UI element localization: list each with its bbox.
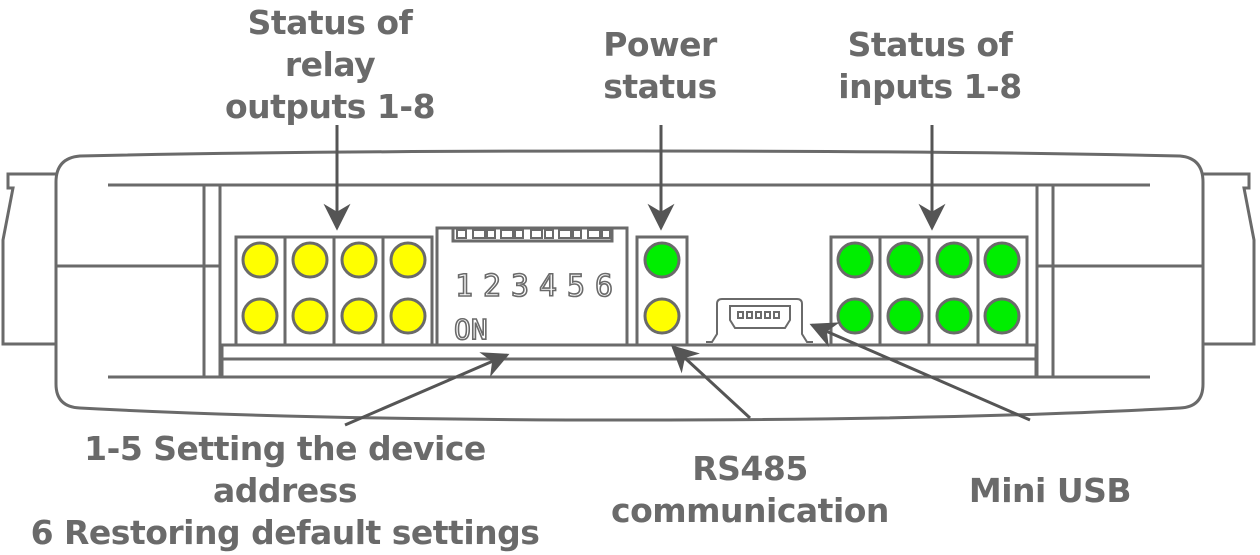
- power-status-led: [643, 241, 681, 279]
- device-housing: [1, 149, 1256, 422]
- relay-output-led: [389, 241, 427, 279]
- label-line: relay: [284, 45, 376, 84]
- relay-output-led: [241, 241, 279, 279]
- label-power-status: Power status: [560, 24, 760, 108]
- relay-output-led: [291, 297, 329, 335]
- dip-number: 1: [455, 269, 473, 304]
- label-mini-usb: Mini USB: [940, 470, 1160, 512]
- relay-output-led: [340, 297, 378, 335]
- label-line: 1-5 Setting the device: [84, 429, 486, 468]
- callout-arrows: [323, 125, 1031, 427]
- input-status-led: [935, 297, 973, 335]
- input-status-led: [983, 297, 1021, 335]
- input-status-led: [836, 241, 874, 279]
- arrow-mini-usb: [809, 322, 1031, 422]
- label-line: status: [603, 67, 717, 106]
- dip-number: 6: [595, 269, 613, 304]
- label-line: 6 Restoring default settings: [30, 513, 540, 552]
- label-line: Power: [603, 25, 717, 64]
- input-status-led: [886, 241, 924, 279]
- rs485-status-led: [643, 297, 681, 335]
- relay-output-led: [241, 297, 279, 335]
- label-line: Status of: [247, 3, 413, 42]
- input-status-led: [983, 241, 1021, 279]
- label-line: Status of: [847, 25, 1013, 64]
- relay-output-led: [291, 241, 329, 279]
- dip-switch-slots: [456, 229, 611, 239]
- right-mounting-clip: [1203, 172, 1256, 346]
- relay-output-led: [389, 297, 427, 335]
- dip-switch-labels: 1 2 3 4 5 6 ON: [453, 268, 614, 347]
- label-dip-switch: 1-5 Setting the device address 6 Restori…: [20, 428, 550, 554]
- input-status-led: [836, 297, 874, 335]
- dip-on-label: ON: [454, 313, 488, 346]
- dip-number: 4: [539, 269, 557, 304]
- arrow-dip-switch: [344, 352, 510, 427]
- label-line: address: [213, 471, 357, 510]
- label-line: communication: [611, 491, 889, 530]
- input-status-led: [886, 297, 924, 335]
- label-line: RS485: [692, 449, 808, 488]
- input-led-blocks: [829, 235, 1029, 347]
- label-inputs: Status of inputs 1-8: [810, 24, 1050, 108]
- dip-switch-body: [435, 226, 629, 347]
- label-line: Mini USB: [968, 471, 1132, 510]
- label-relay-outputs: Status of relay outputs 1-8: [200, 2, 460, 128]
- label-rs485: RS485 communication: [600, 448, 900, 532]
- power-led-block: [635, 235, 689, 347]
- device-body: [54, 149, 1205, 422]
- label-line: outputs 1-8: [224, 87, 436, 126]
- mini-usb-port: [706, 298, 813, 343]
- input-status-led: [935, 241, 973, 279]
- left-mounting-clip: [1, 172, 56, 346]
- dip-number: 2: [483, 269, 501, 304]
- relay-led-blocks: [234, 235, 434, 347]
- arrow-rs485: [671, 345, 752, 420]
- label-line: inputs 1-8: [838, 67, 1022, 106]
- dip-number: 5: [567, 269, 585, 304]
- dip-number: 3: [511, 269, 529, 304]
- relay-output-led: [340, 241, 378, 279]
